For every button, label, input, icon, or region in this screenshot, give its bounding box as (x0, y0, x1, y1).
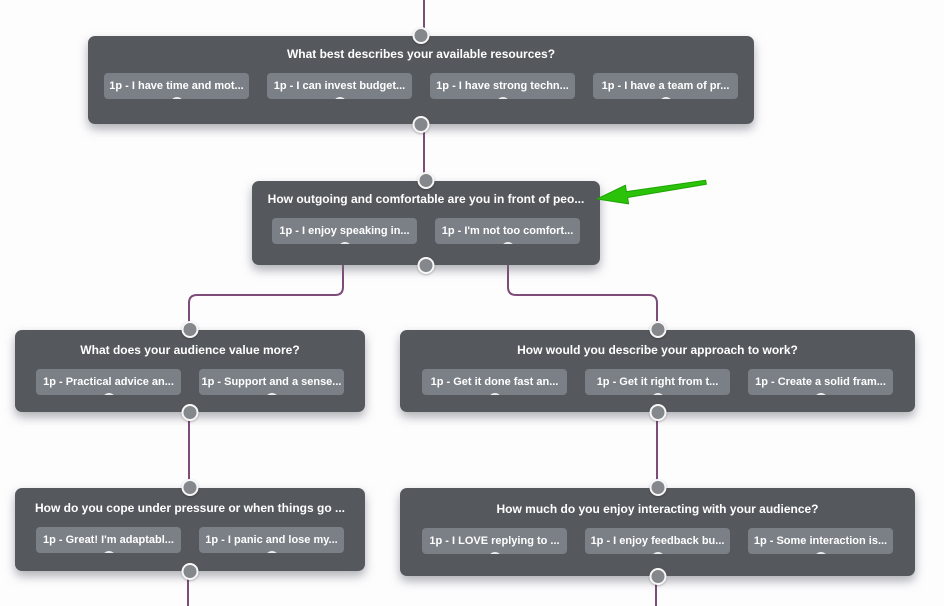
question-node-resources[interactable]: What best describes your available resou… (88, 27, 754, 133)
answer-button[interactable]: 1p - Get it done fast an... (422, 369, 567, 395)
answer-button[interactable]: 1p - I have strong techn... (430, 73, 575, 99)
answers-row: 1p - I have time and mot... 1p - I can i… (88, 73, 754, 99)
answer-output-connector[interactable] (814, 393, 827, 395)
output-connector[interactable] (649, 568, 666, 585)
input-connector[interactable] (412, 27, 430, 44)
answers-row: 1p - Practical advice an... 1p - Support… (15, 369, 365, 395)
answer-button[interactable]: 1p - Support and a sense... (199, 369, 344, 395)
question-title: What does your audience value more? (80, 343, 300, 357)
answer-button[interactable]: 1p - Some interaction is... (748, 528, 893, 554)
question-node-pressure[interactable]: How do you cope under pressure or when t… (15, 479, 365, 580)
answer-button[interactable]: 1p - I enjoy feedback bu... (585, 528, 730, 554)
answer-button[interactable]: 1p - Create a solid fram... (748, 369, 893, 395)
input-connector[interactable] (181, 479, 199, 496)
answer-output-connector[interactable] (102, 393, 115, 395)
answer-button[interactable]: 1p - Get it right from t... (585, 369, 730, 395)
answer-button[interactable]: 1p - I enjoy speaking in... (272, 218, 417, 244)
answer-output-connector[interactable] (170, 97, 183, 99)
answer-button[interactable]: 1p - I panic and lose my... (199, 527, 344, 553)
output-connector[interactable] (417, 257, 435, 274)
answer-output-connector[interactable] (265, 551, 278, 553)
answer-output-connector[interactable] (102, 551, 115, 553)
answer-output-connector[interactable] (488, 552, 501, 554)
answer-button[interactable]: 1p - I have a team of pr... (593, 73, 738, 99)
answer-output-connector[interactable] (814, 552, 827, 554)
input-connector[interactable] (417, 172, 435, 189)
input-connector[interactable] (649, 479, 666, 496)
answers-row: 1p - I LOVE replying to ... 1p - I enjoy… (400, 528, 915, 554)
answers-row: 1p - I enjoy speaking in... 1p - I'm not… (252, 218, 600, 244)
answer-button[interactable]: 1p - I have time and mot... (104, 73, 249, 99)
question-title: How much do you enjoy interacting with y… (496, 502, 819, 516)
answer-output-connector[interactable] (496, 97, 509, 99)
answer-output-connector[interactable] (651, 393, 664, 395)
answer-button[interactable]: 1p - Great! I'm adaptabl... (36, 527, 181, 553)
input-connector[interactable] (649, 321, 666, 338)
answer-output-connector[interactable] (338, 242, 351, 244)
answers-row: 1p - Get it done fast an... 1p - Get it … (400, 369, 915, 395)
question-title: How would you describe your approach to … (517, 343, 798, 357)
answer-output-connector[interactable] (651, 552, 664, 554)
answers-row: 1p - Great! I'm adaptabl... 1p - I panic… (15, 527, 365, 553)
question-title: How outgoing and comfortable are you in … (267, 192, 585, 206)
answer-button[interactable]: 1p - Practical advice an... (36, 369, 181, 395)
answer-button[interactable]: 1p - I can invest budget... (267, 73, 412, 99)
input-connector[interactable] (181, 321, 199, 338)
output-connector[interactable] (649, 404, 666, 421)
answer-button[interactable]: 1p - I'm not too comfort... (435, 218, 580, 244)
answer-output-connector[interactable] (333, 97, 346, 99)
answer-output-connector[interactable] (501, 242, 514, 244)
question-title: What best describes your available resou… (286, 47, 556, 61)
output-connector[interactable] (412, 116, 430, 133)
answer-button[interactable]: 1p - I LOVE replying to ... (422, 528, 567, 554)
output-connector[interactable] (181, 404, 199, 421)
answer-output-connector[interactable] (488, 393, 501, 395)
question-title: How do you cope under pressure or when t… (34, 501, 346, 515)
output-connector[interactable] (181, 563, 199, 580)
answer-output-connector[interactable] (265, 393, 278, 395)
question-node-outgoing[interactable]: How outgoing and comfortable are you in … (252, 172, 600, 274)
question-node-interacting[interactable]: How much do you enjoy interacting with y… (400, 479, 915, 585)
question-node-audience-value[interactable]: What does your audience value more? 1p -… (15, 321, 365, 421)
question-node-approach[interactable]: How would you describe your approach to … (400, 321, 915, 421)
answer-output-connector[interactable] (659, 97, 672, 99)
